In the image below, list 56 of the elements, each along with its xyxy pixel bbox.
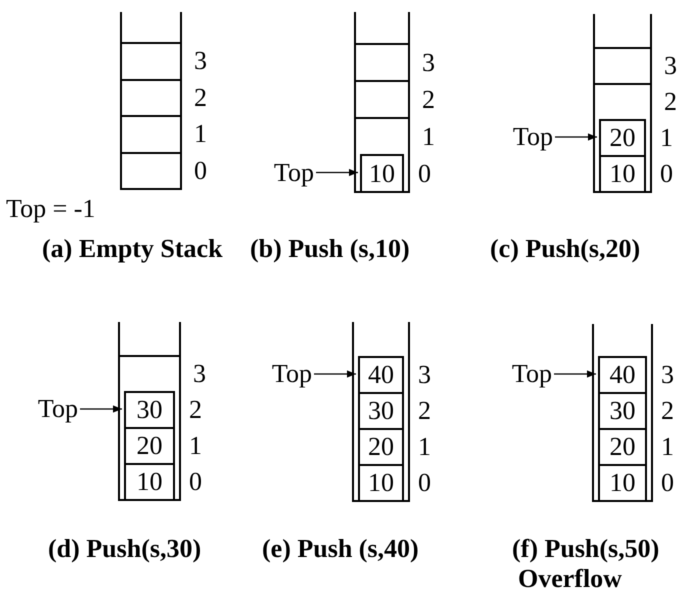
index-number: 0 (418, 470, 431, 496)
figure-caption: (e) Push (s,40) (262, 536, 419, 562)
cell-value: 30 (368, 398, 394, 424)
index-number: 2 (661, 398, 674, 424)
index-number: 1 (661, 434, 674, 460)
figure-caption: Overflow (518, 566, 622, 592)
pointer-label: Top (272, 361, 312, 387)
index-number: 2 (422, 86, 435, 112)
cell-value: 10 (610, 470, 636, 496)
pointer-arrow (554, 370, 596, 378)
pointer-label: Top (512, 124, 553, 150)
pointer-arrow (316, 168, 358, 176)
pointer-arrow (314, 370, 356, 378)
index-number: 1 (660, 125, 673, 151)
index-number: 0 (660, 161, 673, 187)
figure-caption: (f) Push(s,50) (512, 536, 660, 562)
index-number: 2 (194, 84, 207, 111)
cell-value: 30 (136, 397, 162, 423)
cell-value: 20 (136, 433, 162, 459)
index-number: 0 (194, 158, 207, 184)
index-number: 3 (193, 361, 206, 387)
cell-value: 10 (368, 470, 394, 496)
cell-value: 20 (610, 434, 636, 460)
note-text: Top = -1 (6, 196, 96, 222)
pointer-label: Top (274, 160, 314, 186)
cell-value: 10 (136, 469, 162, 495)
cell-value: 40 (368, 362, 394, 388)
index-number: 2 (418, 398, 431, 424)
index-number: 1 (189, 433, 202, 459)
figure-caption: (a) Empty Stack (42, 236, 223, 262)
index-number: 0 (418, 160, 431, 186)
pointer-arrow (555, 133, 597, 141)
pointer-arrow (80, 405, 122, 413)
index-number: 0 (189, 469, 202, 495)
figure-caption: (c) Push(s,20) (490, 236, 640, 262)
cell-value: 20 (368, 434, 394, 460)
index-number: 1 (422, 124, 435, 150)
cell-value: 40 (610, 362, 636, 388)
index-number: 3 (422, 50, 435, 76)
index-number: 0 (661, 470, 674, 496)
figure-caption: (b) Push (s,10) (250, 236, 410, 262)
index-number: 1 (418, 434, 431, 460)
index-number: 1 (194, 121, 207, 148)
cell-value: 10 (610, 161, 636, 187)
figure-caption: (d) Push(s,30) (48, 536, 202, 562)
index-number: 3 (664, 53, 677, 79)
index-number: 3 (194, 48, 207, 74)
pointer-label: Top (512, 361, 552, 387)
index-number: 2 (664, 89, 677, 115)
pointer-label: Top (38, 396, 78, 422)
cell-value: 30 (610, 398, 636, 424)
index-number: 2 (189, 397, 202, 423)
index-number: 3 (418, 362, 431, 388)
cell-value: 10 (369, 160, 395, 186)
index-number: 3 (661, 362, 674, 388)
cell-value: 20 (610, 125, 636, 151)
